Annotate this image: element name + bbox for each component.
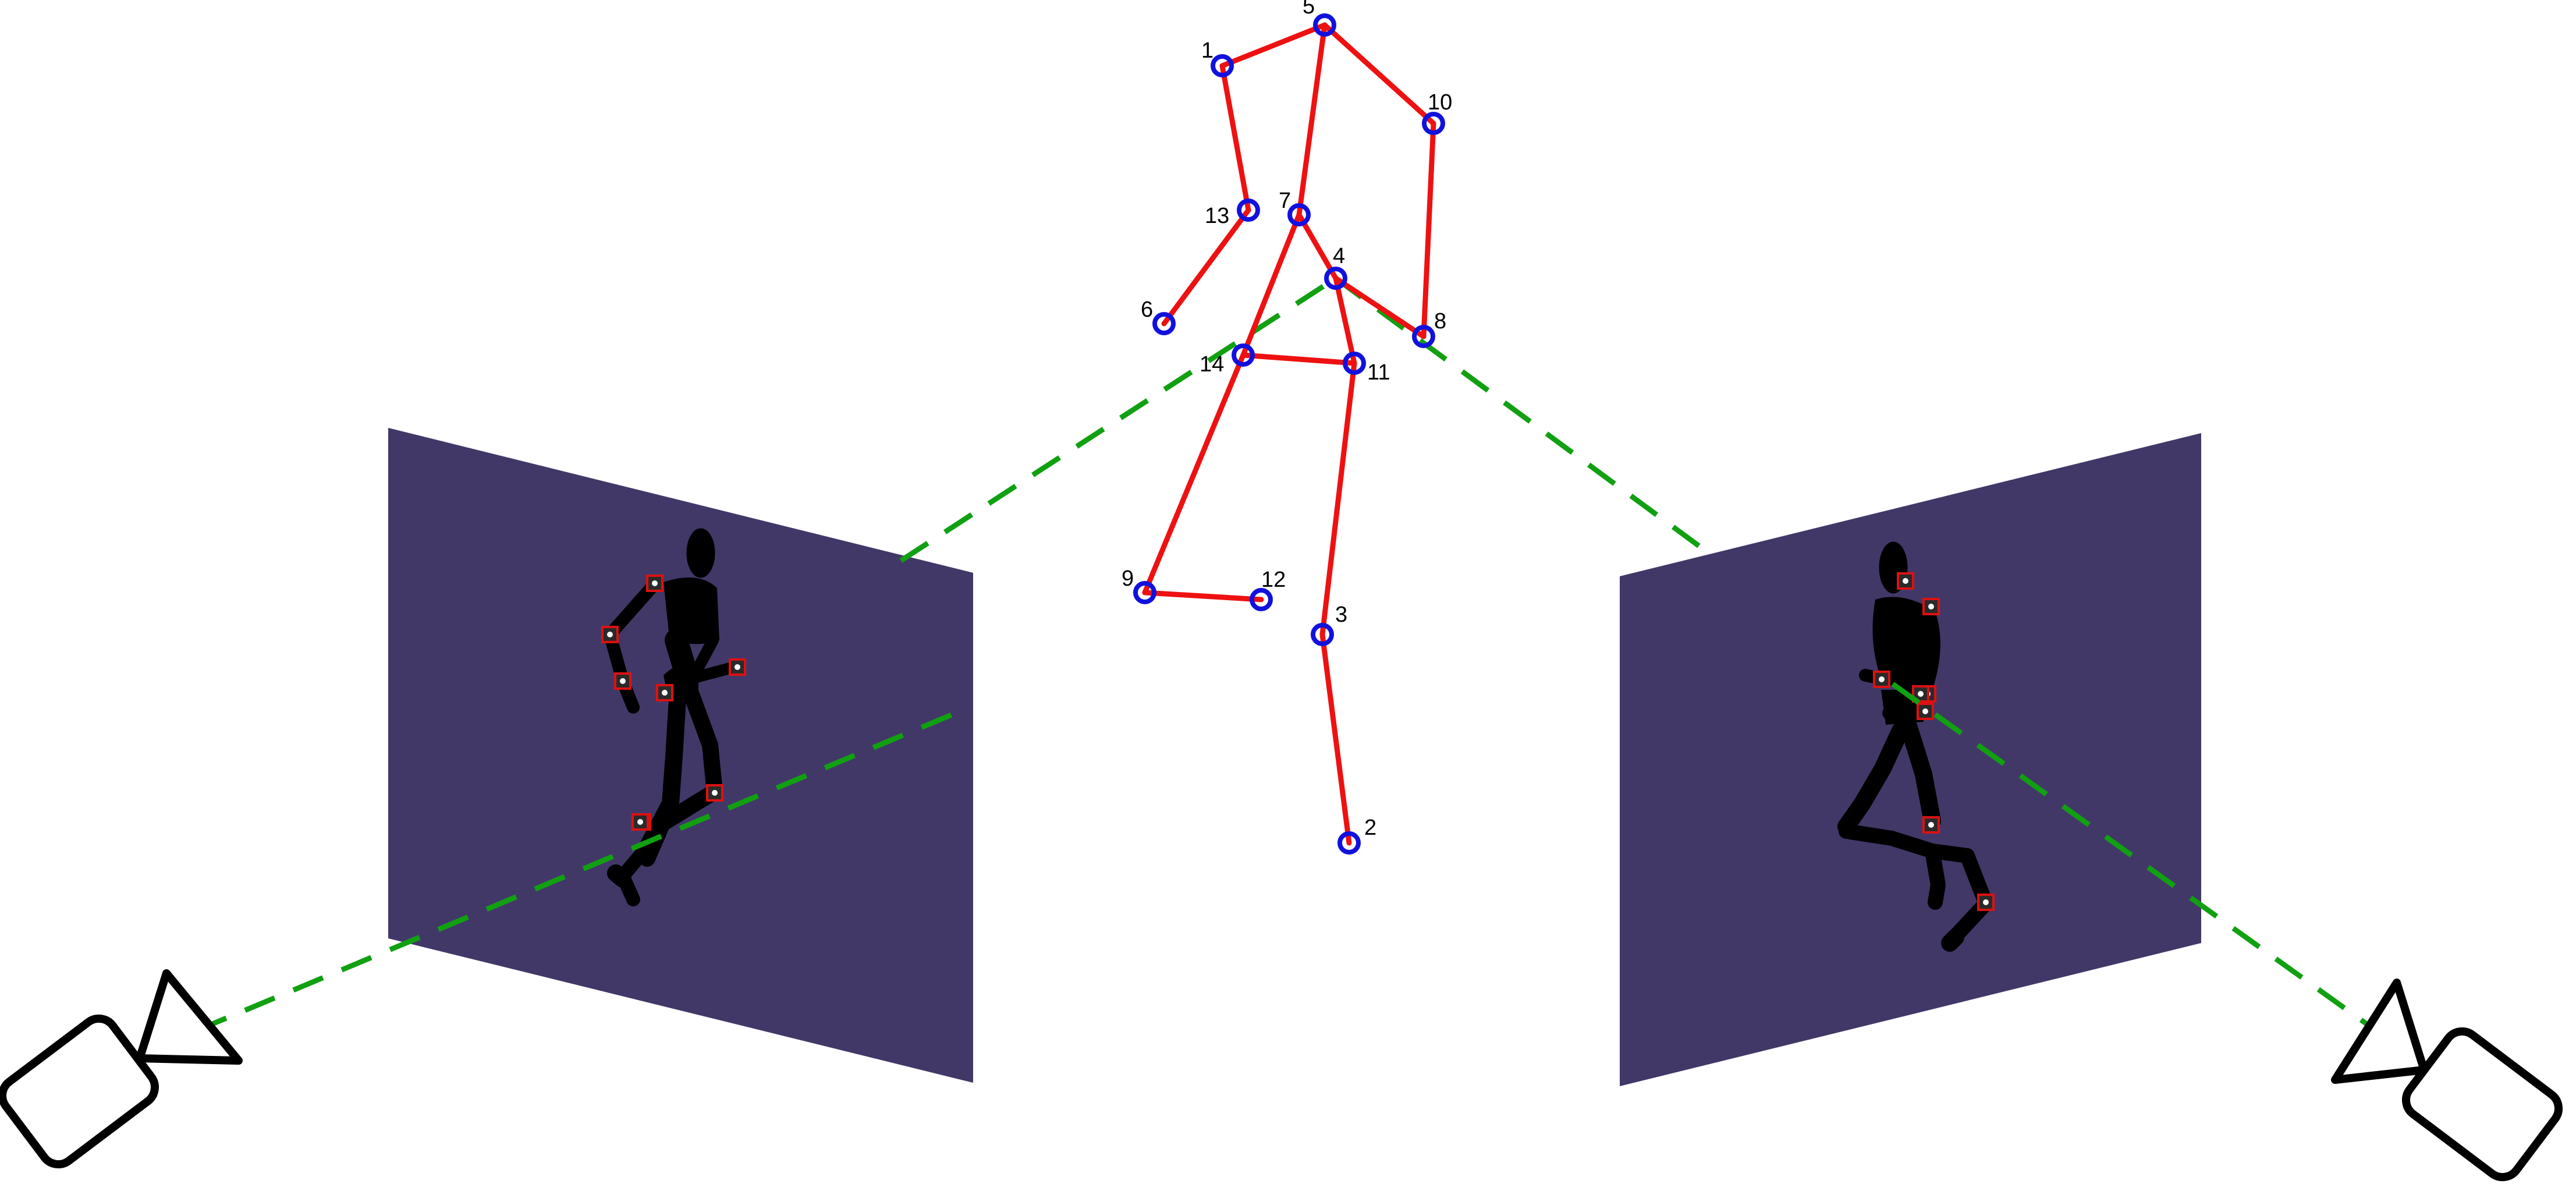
keypoint-dot [620,678,626,684]
joint-label-2: 2 [1364,816,1376,840]
left-keypoint-markers [601,575,746,831]
joint-12 [1250,588,1273,611]
keypoint-marker [1917,703,1934,720]
joint-label-1: 1 [1201,38,1214,63]
bone-14-9 [1142,352,1246,596]
right-image-plane [1620,433,2201,1086]
bone-5-7 [1296,22,1328,218]
joint-label-11: 11 [1367,360,1390,385]
keypoint-dot [1879,676,1885,682]
keypoint-marker [631,813,649,831]
joint-5 [1313,13,1336,37]
joint-4 [1324,267,1347,290]
joint-2 [1337,831,1361,855]
bone-10-8 [1421,120,1436,339]
joint-10 [1422,112,1445,135]
joint-8 [1412,325,1435,348]
bone-7-14 [1240,212,1302,358]
joint-6 [1152,312,1176,335]
joint-14 [1232,343,1255,367]
left-camera-ray-to-joint-4 [147,704,971,1054]
left-image-plane [388,428,973,1083]
keypoint-marker [729,658,746,676]
joint-label-10: 10 [1428,90,1452,115]
joint-label-9: 9 [1122,566,1134,591]
joint-11 [1343,352,1366,375]
right-plane-ray-to-joint-4 [1334,276,1702,550]
joint-label-7: 7 [1279,189,1291,213]
keypoint-marker [601,626,619,643]
keypoint-dot [1903,578,1908,584]
bone-4-11 [1333,275,1357,366]
joint-1 [1211,54,1234,77]
bone-5-1 [1219,22,1328,69]
keypoint-dot [1928,604,1934,609]
keypoint-dot [1918,691,1924,697]
right-keypoint-markers [1873,572,1995,911]
left-camera [0,969,243,1169]
left-plane-ray-to-joint-4 [899,276,1337,563]
bone-11-3 [1319,360,1357,637]
joint-label-6: 6 [1141,297,1153,322]
bone-7-4 [1296,212,1339,281]
bone-9-12 [1142,590,1264,602]
projection-rays [147,276,2428,1069]
joint-3 [1311,623,1334,646]
keypoint-dot [1922,708,1928,714]
bone-5-10 [1322,22,1436,126]
joint-label-12: 12 [1261,568,1286,592]
video-camera-icon [0,969,243,1169]
joint-13 [1237,198,1260,222]
skeleton-bones [1142,22,1436,846]
joint-label-8: 8 [1434,309,1446,334]
bone-14-11 [1240,352,1357,366]
keypoint-dot [652,580,658,586]
keypoint-dot [735,664,740,670]
skeleton-joints [1133,13,1445,855]
keypoint-dot [607,632,613,637]
joint-label-5: 5 [1303,0,1315,19]
keypoint-dot [637,819,643,825]
joint-label-14: 14 [1200,352,1224,377]
keypoint-dot [1983,899,1989,905]
joint-label-4: 4 [1333,244,1345,268]
bone-13-6 [1161,207,1251,327]
joint-label-3: 3 [1335,602,1347,627]
bone-8-4 [1333,275,1427,339]
keypoint-dot [712,790,718,796]
keypoint-dot [662,690,668,696]
right-camera-ray-to-joint-4 [1891,682,2428,1069]
keypoint-dot [1928,822,1934,828]
right-camera [2331,979,2563,1182]
bone-1-13 [1219,63,1251,213]
video-camera-icon [2331,979,2563,1182]
joint-label-13: 13 [1205,204,1229,228]
joint-9 [1133,581,1156,604]
bone-3-2 [1319,632,1352,846]
joint-7 [1287,203,1311,226]
